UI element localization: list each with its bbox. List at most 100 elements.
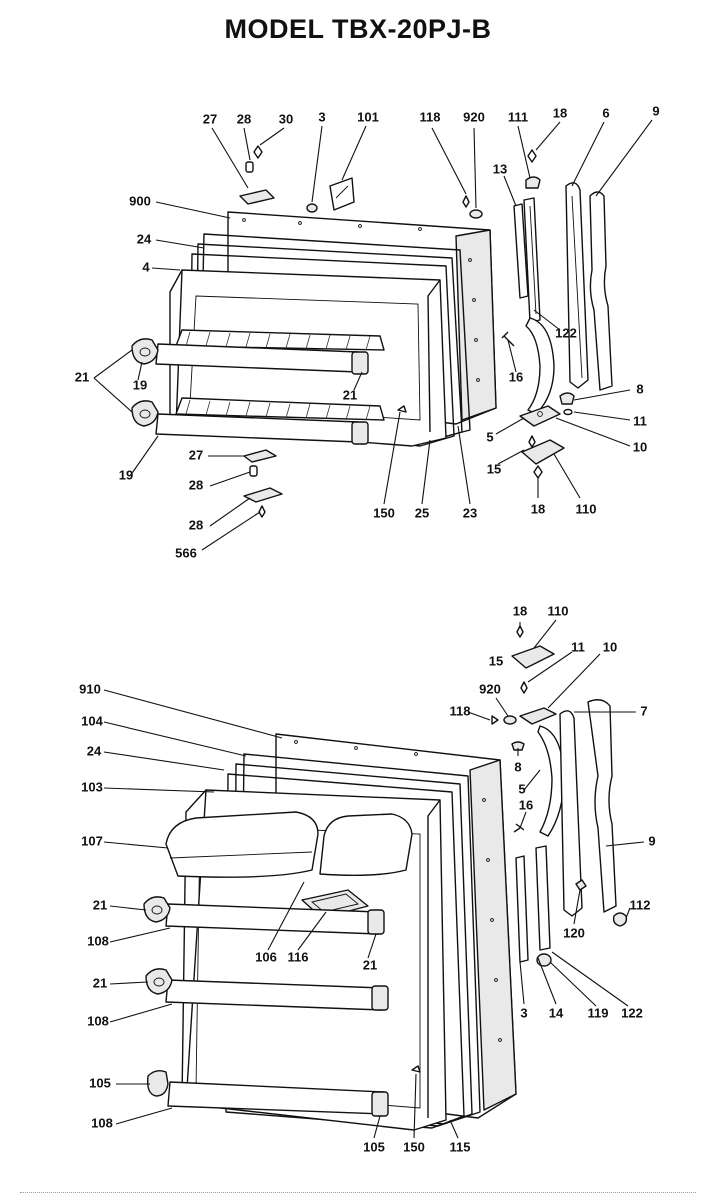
top-hinge-bracket: [239, 145, 275, 205]
hinge-110: [521, 435, 565, 479]
callout-105-b: 105: [363, 1139, 385, 1154]
callout-27-lower: 27: [189, 447, 203, 462]
hinge-pin-8-bottom: [511, 741, 525, 751]
door-shelf-108-middle: [165, 979, 389, 1011]
handle-trim-122: [523, 197, 541, 323]
plug-920-bottom: [503, 715, 517, 725]
hinge-pin-8: [559, 392, 575, 405]
handle-trim-9: [589, 191, 613, 391]
callout-103: 103: [81, 779, 103, 794]
callout-110: 110: [576, 501, 597, 516]
callout-101: 101: [357, 109, 379, 124]
dairy-compartment-door-107: [165, 811, 319, 878]
callout-15: 15: [487, 461, 501, 476]
callout-115: 115: [450, 1139, 471, 1154]
callout-119: 119: [588, 1005, 609, 1020]
callout-28: 28: [237, 111, 251, 126]
callout-122-b: 122: [621, 1005, 643, 1020]
hinge-bracket-10-top: [519, 405, 561, 427]
callout-18-b: 18: [513, 603, 527, 618]
callout-23: 23: [463, 505, 477, 520]
shelf-end-cap-upper: [131, 338, 159, 365]
screw-16-bottom: [513, 823, 525, 833]
callout-13: 13: [493, 161, 507, 176]
freezer-door-shelf-upper: [155, 329, 385, 375]
plug-920: [469, 209, 483, 219]
callout-19-lower: 19: [119, 467, 133, 482]
callout-108-c: 108: [91, 1115, 113, 1130]
shelf-end-cap-21-upper: [143, 896, 171, 923]
door-handle: [525, 317, 555, 415]
callout-6: 6: [602, 105, 609, 120]
callout-11: 11: [633, 413, 647, 428]
callout-30: 30: [279, 111, 293, 126]
callout-27: 27: [203, 111, 217, 126]
screw-118-bottom: [491, 715, 499, 725]
callout-105-a: 105: [89, 1075, 111, 1090]
callout-9-b: 9: [648, 833, 655, 848]
callout-18: 18: [553, 105, 567, 120]
door-stop-3: [306, 203, 318, 213]
cap-112: [612, 912, 628, 927]
callout-106: 106: [255, 949, 277, 964]
callout-112: 112: [630, 897, 651, 912]
callout-21-inner: 21: [343, 387, 357, 402]
callout-10: 10: [633, 439, 647, 454]
handle-trim-122-bottom: [535, 845, 551, 951]
freezer-door-shelf-lower: [155, 397, 385, 445]
washer-11: [563, 408, 573, 416]
callout-labels: 27 28 30 3 101 118 920 111 18 6 9 900 24…: [75, 103, 660, 1154]
handle-trim-9-bottom: [587, 699, 617, 913]
callout-110-b: 110: [548, 603, 569, 618]
screw-150-bottom: [411, 1065, 421, 1073]
screw-120: [575, 879, 587, 891]
callout-24-b: 24: [87, 743, 102, 758]
screw-18-top: [527, 149, 537, 163]
callout-920: 920: [463, 109, 485, 124]
shelf-end-cap-105: [146, 1069, 169, 1097]
screw-16: [501, 331, 515, 347]
callout-108-a: 108: [87, 933, 109, 948]
callout-16-b: 16: [519, 797, 533, 812]
callout-16: 16: [509, 369, 523, 384]
callout-21: 21: [75, 369, 89, 384]
callout-116: 116: [288, 949, 309, 964]
screw-118: [462, 195, 470, 208]
callout-21-inner-b: 21: [363, 957, 377, 972]
callout-104: 104: [81, 713, 103, 728]
handle-trim-3-bottom: [515, 855, 529, 963]
bottom-hinge-parts: [243, 449, 283, 518]
callout-24: 24: [137, 231, 152, 246]
diagram-title: MODEL TBX-20PJ-B: [224, 14, 492, 44]
fresh-food-door-assembly: [143, 625, 628, 1131]
callout-150: 150: [373, 505, 395, 520]
callout-920-b: 920: [479, 681, 501, 696]
callout-21-c: 21: [93, 975, 107, 990]
callout-25: 25: [415, 505, 429, 520]
callout-15-b: 15: [489, 653, 503, 668]
door-shelf-108-upper: [165, 903, 385, 935]
callout-19: 19: [133, 377, 147, 392]
callout-5: 5: [486, 429, 493, 444]
callout-107: 107: [81, 833, 103, 848]
callout-7: 7: [640, 703, 647, 718]
handle-trim-13: [513, 203, 529, 299]
dairy-compartment-door-106: [319, 813, 413, 877]
callout-566: 566: [175, 545, 197, 560]
shelf-end-cap-lower: [131, 400, 159, 427]
callout-900: 900: [129, 193, 151, 208]
callout-111: 111: [508, 109, 528, 124]
callout-8: 8: [636, 381, 643, 396]
shelf-end-cap-21-middle: [145, 968, 173, 995]
callout-4: 4: [142, 259, 150, 274]
callout-118: 118: [420, 109, 441, 124]
callout-5-b: 5: [518, 781, 525, 796]
page-bottom-rule: [20, 1192, 696, 1193]
cam-101: [329, 177, 355, 211]
callout-120: 120: [563, 925, 585, 940]
callout-108-b: 108: [87, 1013, 109, 1028]
washer-15-bottom: [520, 681, 528, 694]
freezer-door-assembly: [131, 145, 613, 518]
callout-11-b: 11: [571, 639, 585, 654]
